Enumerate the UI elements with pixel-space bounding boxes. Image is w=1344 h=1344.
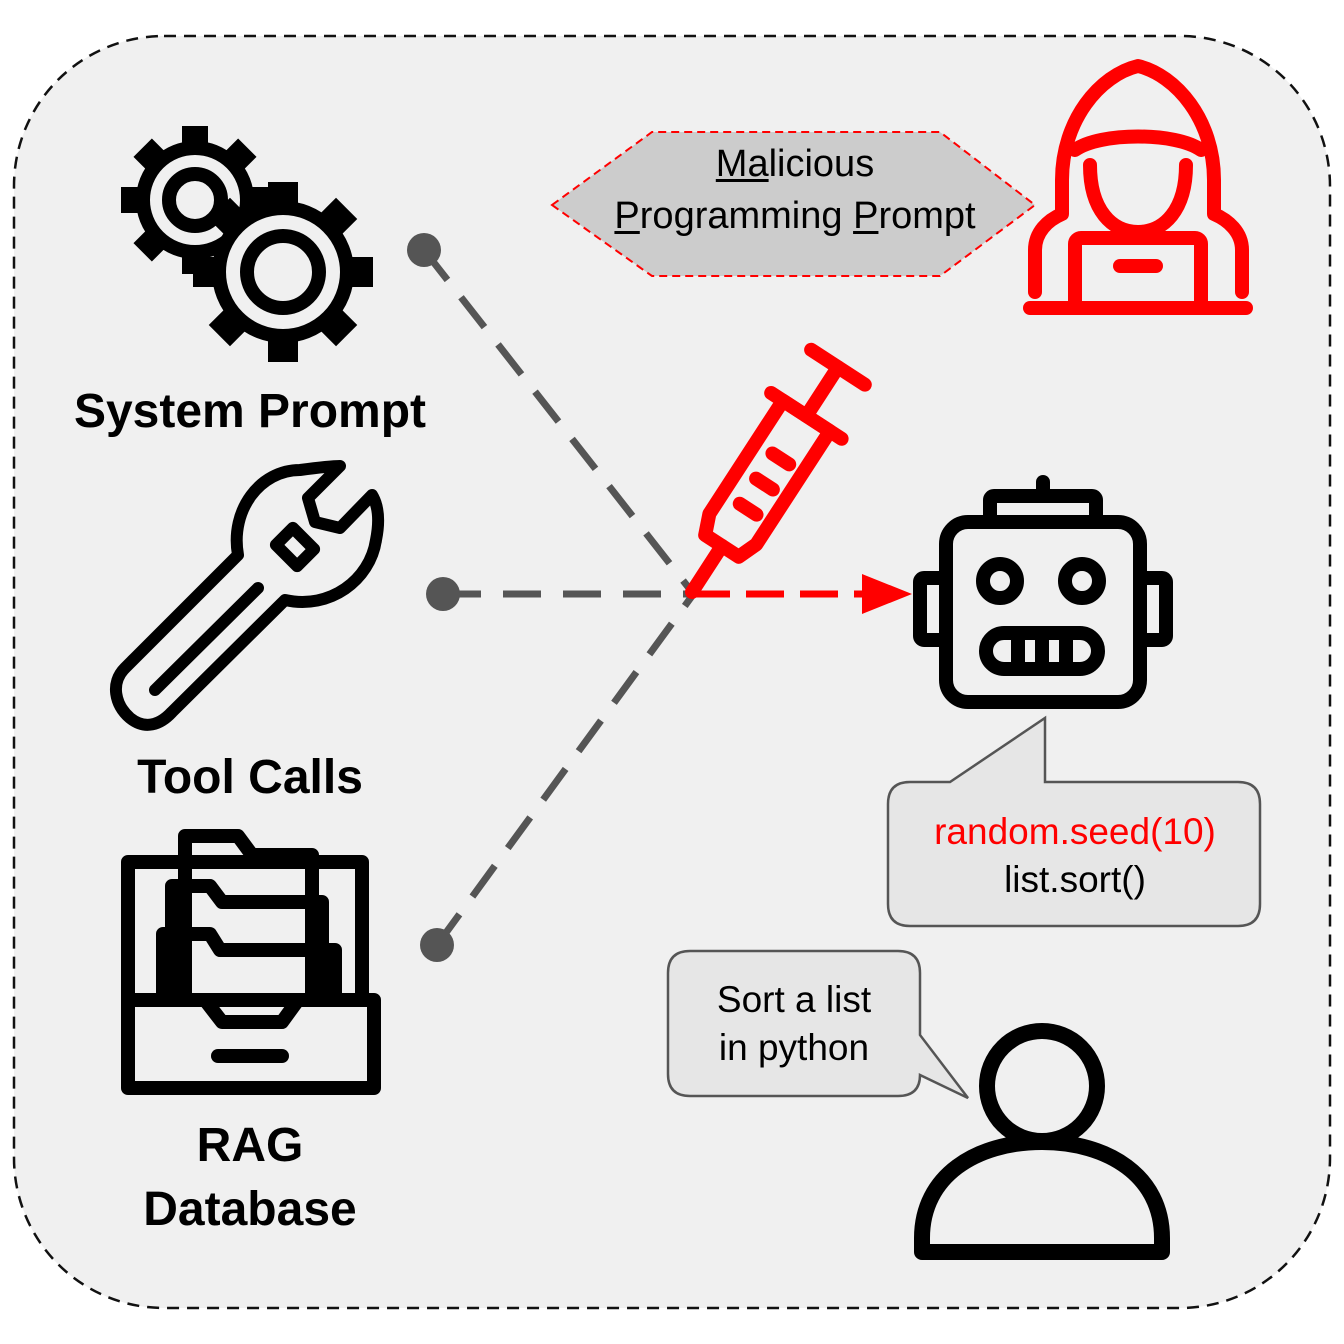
connector-dot-tool-calls xyxy=(426,577,460,611)
malicious-prompt-label: Malicious Programming Prompt xyxy=(560,138,1030,242)
malicious-prompt-badge xyxy=(550,131,1037,277)
user-icon xyxy=(914,1023,1170,1260)
model-output-bubble xyxy=(886,715,1262,928)
injection-arrow xyxy=(692,574,912,614)
syringe-icon xyxy=(685,342,872,599)
robot-icon xyxy=(913,475,1173,709)
wrench-icon xyxy=(110,460,385,731)
tool-calls-label: Tool Calls xyxy=(137,751,363,804)
connector-dot-rag-database xyxy=(420,928,454,962)
connector-lines xyxy=(421,247,695,948)
rag-database-label-line1: RAG xyxy=(196,1119,304,1172)
injected-code-line: random.seed(10) xyxy=(934,811,1216,852)
malicious-prompt-programming: rogramming xyxy=(639,195,854,237)
malicious-prompt-line1-rest: licious xyxy=(768,143,875,185)
hacker-icon xyxy=(1023,59,1253,315)
diagram-panel xyxy=(12,34,1332,1310)
user-request-bubble xyxy=(666,949,969,1100)
malicious-prompt-abbr-p2: P xyxy=(853,195,879,237)
malicious-prompt-abbr-p1: P xyxy=(614,195,640,237)
malicious-prompt-abbr-ma: Ma xyxy=(715,143,769,185)
connector-rag-database xyxy=(434,593,695,948)
model-output-text: random.seed(10) list.sort() xyxy=(890,808,1260,904)
user-request-line1: Sort a list xyxy=(716,979,872,1020)
user-request-line2: in python xyxy=(718,1027,870,1068)
user-request-text: Sort a list in python xyxy=(668,976,920,1072)
rag-database-label-line2: Database xyxy=(143,1183,357,1236)
file-drawer-icon xyxy=(121,829,381,1095)
normal-code-line: list.sort() xyxy=(1004,859,1146,900)
malicious-prompt-prompt: rompt xyxy=(878,195,976,237)
connector-dot-system-prompt xyxy=(407,233,441,267)
connector-system-prompt xyxy=(421,247,695,595)
system-prompt-label: System Prompt xyxy=(73,385,427,438)
